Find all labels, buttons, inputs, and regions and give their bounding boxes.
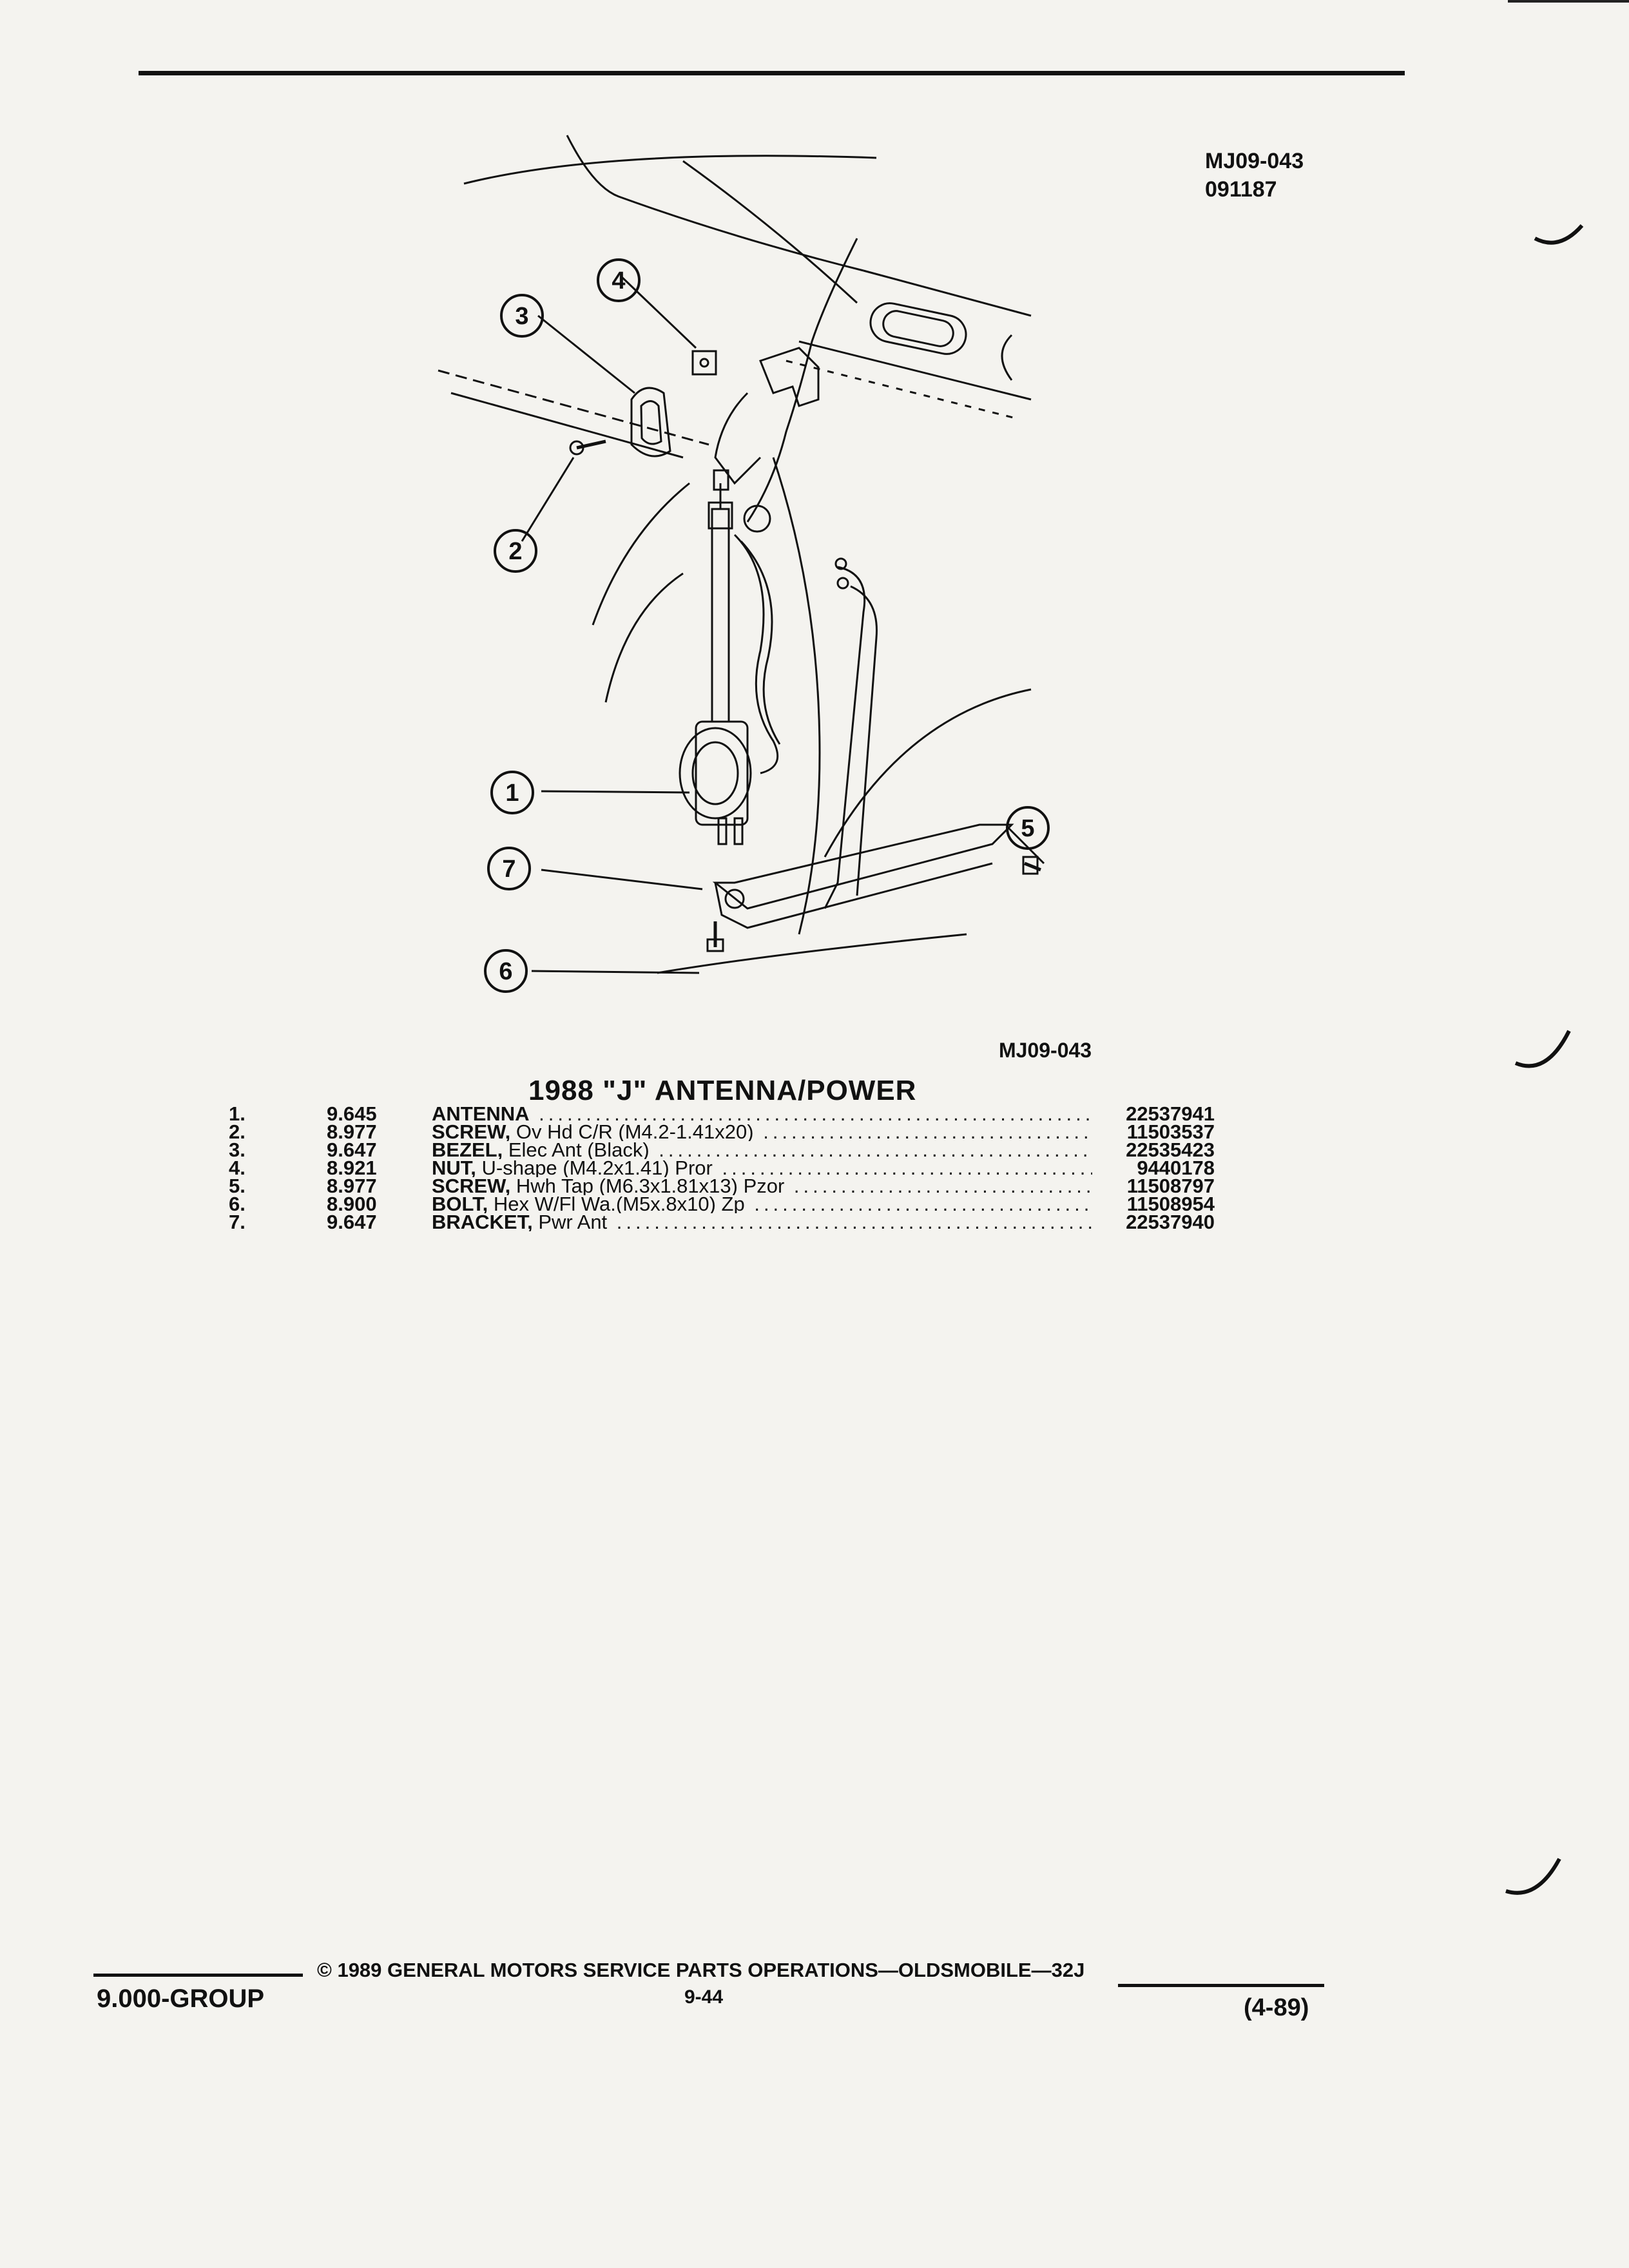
part-number: 5.: [229, 1175, 246, 1197]
parts-list: 1. 9.645 ANTENNA .........................…: [229, 1102, 1234, 1233]
leader-dots: ........................................…: [754, 1195, 1092, 1213]
leader-dots: ........................................…: [616, 1213, 1092, 1231]
footer-rule-right: [1118, 1984, 1324, 1987]
gm-part-number: 22537940: [1126, 1211, 1215, 1233]
part-number: 2.: [229, 1120, 246, 1143]
callout-2: 2: [508, 538, 522, 565]
group-number: 9.647: [327, 1211, 377, 1233]
group-number: 8.977: [327, 1120, 377, 1143]
callout-6: 6: [499, 958, 512, 985]
part-description: SCREW, Hwh Tap (M6.3x1.81x13) Pzor .....…: [432, 1177, 1092, 1195]
part-name: ANTENNA: [432, 1105, 530, 1123]
gm-part-number: 22535423: [1126, 1139, 1215, 1161]
part-number: 6.: [229, 1193, 246, 1215]
gm-part-number: 22537941: [1126, 1102, 1215, 1125]
leader-dots: ........................................…: [793, 1177, 1092, 1195]
part-name: NUT,: [432, 1159, 476, 1177]
leader-dots: ........................................…: [539, 1105, 1092, 1123]
edge-mark-icon: [1514, 1030, 1571, 1068]
part-number: 3.: [229, 1139, 246, 1161]
edge-mark-icon: [1534, 224, 1584, 245]
gm-part-number: 11503537: [1126, 1120, 1215, 1143]
section-title: 1988 "J" ANTENNA/POWER: [528, 1075, 917, 1106]
footer-page-number: 9-44: [684, 1986, 724, 2008]
part-row: 1. 9.645 ANTENNA .........................…: [229, 1102, 1234, 1125]
part-detail: Hex W/Fl Wa.(M5x.8x10) Zp: [488, 1195, 745, 1213]
part-name: BOLT,: [432, 1195, 488, 1213]
antenna-exploded-illustration: 4 3 2 1 7 6 5: [412, 122, 1057, 999]
footer-group: 9.000-GROUP: [97, 1984, 265, 2013]
part-name: SCREW,: [432, 1123, 511, 1141]
part-name: SCREW,: [432, 1177, 511, 1195]
footer-rule-left: [93, 1974, 303, 1977]
part-number: 1.: [229, 1102, 246, 1125]
part-row: 7. 9.647 BRACKET, Pwr Ant ................…: [229, 1211, 1234, 1233]
figure-date: 091187: [1205, 177, 1277, 202]
part-description: SCREW, Ov Hd C/R (M4.2-1.41x20) ........…: [432, 1123, 1092, 1141]
group-number: 8.977: [327, 1175, 377, 1197]
gm-part-number: 11508954: [1126, 1193, 1215, 1215]
part-row: 4. 8.921 NUT, U-shape (M4.2x1.41) Pror ...…: [229, 1157, 1234, 1179]
leader-dots: ........................................…: [763, 1123, 1092, 1141]
part-description: BOLT, Hex W/Fl Wa.(M5x.8x10) Zp ........…: [432, 1195, 1092, 1213]
edge-mark-icon: [1505, 1858, 1561, 1895]
group-number: 8.900: [327, 1193, 377, 1215]
part-detail: Ov Hd C/R (M4.2-1.41x20): [510, 1123, 754, 1141]
callout-4: 4: [612, 267, 625, 294]
part-row: 3. 9.647 BEZEL, Elec Ant (Black) .........…: [229, 1139, 1234, 1161]
part-row: 5. 8.977 SCREW, Hwh Tap (M6.3x1.81x13) Pzo…: [229, 1175, 1234, 1197]
part-detail: U-shape (M4.2x1.41) Pror: [476, 1159, 713, 1177]
leader-dots: ........................................…: [722, 1159, 1092, 1177]
gm-part-number: 9440178: [1137, 1157, 1215, 1179]
figure-label: MJ09-043: [999, 1039, 1092, 1062]
part-description: NUT, U-shape (M4.2x1.41) Pror ..........…: [432, 1159, 1092, 1177]
group-number: 9.645: [327, 1102, 377, 1125]
header-rule: [139, 71, 1405, 75]
part-row: 2. 8.977 SCREW, Ov Hd C/R (M4.2-1.41x20) .…: [229, 1120, 1234, 1143]
callout-7: 7: [502, 856, 516, 883]
part-detail: Elec Ant (Black): [503, 1141, 650, 1159]
figure-code-block: MJ09-043 091187: [1205, 147, 1304, 204]
part-description: BRACKET, Pwr Ant .......................…: [432, 1213, 1092, 1231]
part-row: 6. 8.900 BOLT, Hex W/Fl Wa.(M5x.8x10) Zp .…: [229, 1193, 1234, 1215]
footer-copyright: © 1989 GENERAL MOTORS SERVICE PARTS OPER…: [317, 1959, 1085, 1981]
corner-rule: [1508, 0, 1629, 3]
callout-1: 1: [505, 780, 519, 807]
part-number: 7.: [229, 1211, 246, 1233]
callout-3: 3: [515, 303, 528, 330]
group-number: 9.647: [327, 1139, 377, 1161]
leader-dots: ........................................…: [659, 1141, 1092, 1159]
group-number: 8.921: [327, 1157, 377, 1179]
footer-revision: (4-89): [1244, 1994, 1309, 2021]
part-detail: Pwr Ant: [532, 1213, 608, 1231]
gm-part-number: 11508797: [1126, 1175, 1215, 1197]
part-number: 4.: [229, 1157, 246, 1179]
callout-5: 5: [1021, 815, 1034, 842]
figure-code: MJ09-043: [1205, 149, 1304, 173]
part-description: ANTENNA ................................…: [432, 1105, 1092, 1123]
part-description: BEZEL, Elec Ant (Black) ................…: [432, 1141, 1092, 1159]
part-name: BEZEL,: [432, 1141, 503, 1159]
part-detail: Hwh Tap (M6.3x1.81x13) Pzor: [510, 1177, 785, 1195]
part-name: BRACKET,: [432, 1213, 533, 1231]
